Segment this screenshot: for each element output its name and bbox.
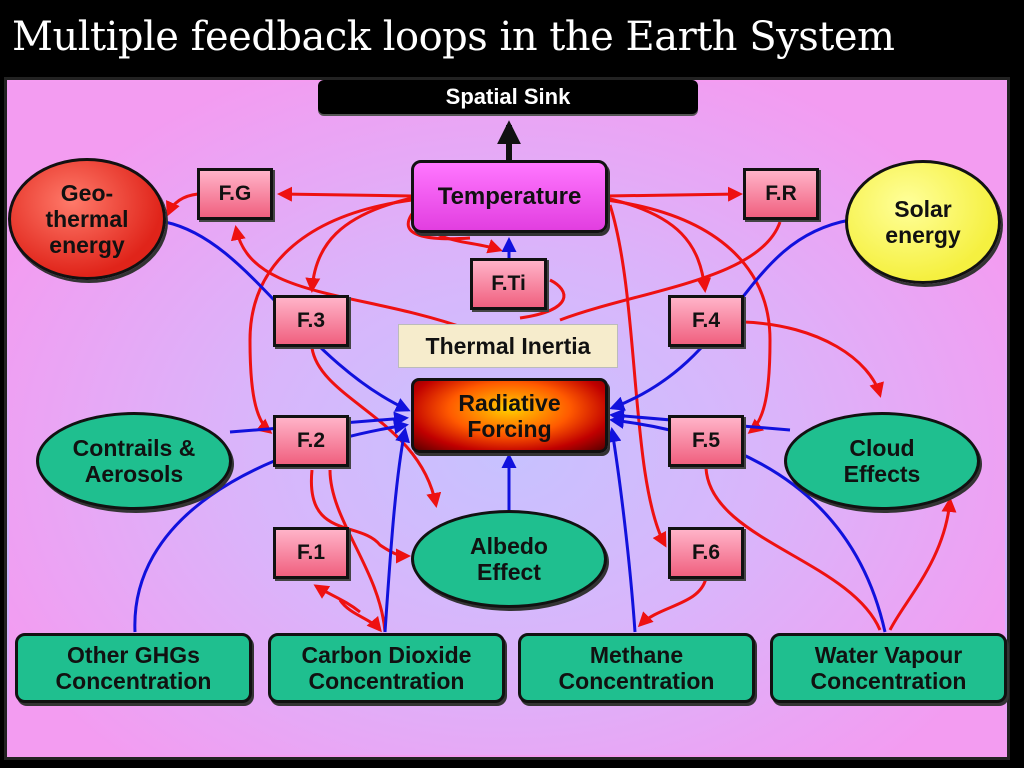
feedback-fti: F.Ti (470, 258, 547, 310)
feedback-f5-label: F.5 (691, 429, 720, 452)
spatial-sink-label: Spatial Sink (445, 84, 571, 109)
feedback-f1: F.1 (273, 527, 349, 579)
co2-node: Carbon Dioxide Concentration (268, 633, 505, 703)
contrails-aerosols-node: Contrails & Aerosols (36, 412, 232, 510)
albedo-line1: Albedo (470, 533, 548, 559)
solar-line1: Solar (894, 196, 952, 222)
water-vapour-line1: Water Vapour (814, 642, 963, 668)
co2-line2: Concentration (308, 668, 465, 694)
radiative-forcing-line1: Radiative (458, 389, 561, 416)
feedback-fg: F.G (197, 168, 273, 220)
thermal-inertia-label: Thermal Inertia (425, 332, 591, 359)
temperature-node: Temperature (411, 160, 608, 233)
thermal-inertia-node: Thermal Inertia (398, 324, 618, 368)
spatial-sink-box: Spatial Sink (318, 80, 698, 114)
methane-line1: Methane (589, 642, 684, 668)
contrails-line2: Aerosols (84, 461, 184, 487)
water-vapour-node: Water Vapour Concentration (770, 633, 1007, 703)
solar-energy-node: Solar energy (845, 160, 1001, 284)
feedback-fg-label: F.G (218, 182, 252, 205)
geothermal-line2: thermal (45, 206, 129, 232)
geothermal-line1: Geo- (60, 180, 114, 206)
temperature-label: Temperature (437, 182, 582, 210)
feedback-fr: F.R (743, 168, 819, 220)
methane-node: Methane Concentration (518, 633, 755, 703)
co2-line1: Carbon Dioxide (301, 642, 472, 668)
feedback-fti-label: F.Ti (491, 272, 526, 295)
feedback-f6-label: F.6 (691, 541, 720, 564)
solar-line2: energy (885, 222, 961, 248)
albedo-line2: Effect (477, 559, 541, 585)
contrails-line1: Contrails & (72, 435, 196, 461)
other-ghgs-line2: Concentration (55, 668, 212, 694)
cloud-line2: Effects (843, 461, 921, 487)
feedback-f2: F.2 (273, 415, 349, 467)
feedback-f5: F.5 (668, 415, 744, 467)
albedo-effect-node: Albedo Effect (411, 510, 607, 608)
feedback-f3-label: F.3 (296, 309, 325, 332)
geothermal-line3: energy (49, 232, 125, 258)
other-ghgs-line1: Other GHGs (67, 642, 200, 668)
feedback-f6: F.6 (668, 527, 744, 579)
cloud-effects-node: Cloud Effects (784, 412, 980, 510)
feedback-f3: F.3 (273, 295, 349, 347)
methane-line2: Concentration (558, 668, 715, 694)
feedback-f4-label: F.4 (691, 309, 720, 332)
radiative-forcing-node: Radiative Forcing (411, 378, 608, 453)
feedback-f2-label: F.2 (296, 429, 325, 452)
radiative-forcing-line2: Forcing (467, 415, 552, 442)
feedback-f1-label: F.1 (296, 541, 325, 564)
other-ghgs-node: Other GHGs Concentration (15, 633, 252, 703)
feedback-fr-label: F.R (765, 182, 797, 205)
water-vapour-line2: Concentration (810, 668, 967, 694)
slide-title: Multiple feedback loops in the Earth Sys… (12, 14, 895, 60)
geothermal-node: Geo- thermal energy (8, 158, 166, 280)
cloud-line1: Cloud (849, 435, 915, 461)
feedback-f4: F.4 (668, 295, 744, 347)
